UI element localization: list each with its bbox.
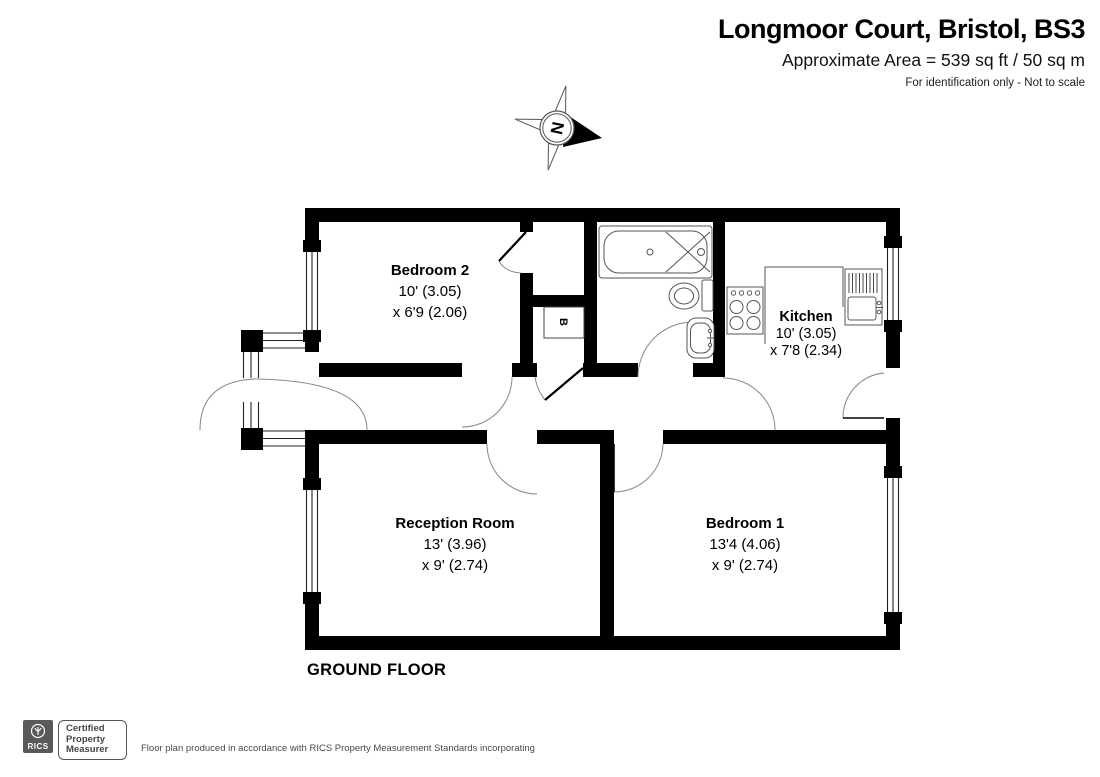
basin	[686, 317, 715, 359]
compass-rose: N	[514, 85, 602, 171]
bathroom-fixtures	[598, 225, 715, 359]
bedroom2-door-arc	[498, 260, 522, 274]
bedroom1-window	[886, 478, 900, 612]
boiler-cupboard: B	[543, 306, 585, 339]
bedroom2-door-leaf	[498, 231, 527, 262]
approximate-area: Approximate Area = 539 sq ft / 50 sq m	[781, 50, 1085, 70]
kitchen-fixtures	[726, 266, 883, 344]
porch-windows	[242, 332, 305, 447]
kitchen-counter-edge	[764, 266, 844, 344]
floor-label: GROUND FLOOR	[307, 661, 447, 679]
room-label-bedroom1: Bedroom 1 13'4 (4.06) x 9' (2.74)	[705, 515, 785, 574]
identification-note: For identification only - Not to scale	[905, 77, 1085, 89]
back-door-arc	[842, 372, 885, 419]
cupboard-door-arc	[534, 376, 546, 401]
windows	[242, 248, 900, 612]
rics-wordmark: RICS	[27, 742, 49, 751]
bedroom2-window	[305, 252, 319, 330]
entrance-door-arc-left	[199, 378, 257, 431]
bedroom1-door-arc	[613, 443, 664, 493]
door-arcs	[199, 260, 885, 495]
disclaimer-text: Floor plan produced in accordance with R…	[141, 743, 535, 754]
certified-property-measurer-badge: Certified Property Measurer	[58, 720, 127, 760]
toilet	[668, 279, 714, 312]
door-leaves	[498, 231, 884, 492]
walls	[241, 208, 902, 650]
reception-door-arc	[486, 443, 538, 495]
bedroom2-hall-door-arc	[461, 376, 513, 428]
room-label-kitchen: Kitchen 10' (3.05) x 7'8 (2.34)	[769, 309, 843, 359]
stove	[726, 286, 764, 335]
reception-window	[305, 490, 319, 592]
header: Longmoor Court, Bristol, BS3 Approximate…	[718, 14, 1086, 89]
kitchen-window	[886, 248, 900, 320]
rics-logo: RICS	[23, 720, 53, 753]
kitchen-sink	[844, 268, 883, 326]
room-label-bedroom2: Bedroom 2 10' (3.05) x 6'9 (2.06)	[390, 262, 470, 321]
compass-north-label: N	[546, 120, 567, 136]
footer: RICS Certified Property Measurer Floor p…	[23, 720, 535, 777]
cupboard-door-leaf	[544, 367, 584, 401]
rics-lyre-icon	[30, 723, 46, 739]
kitchen-door-arc	[722, 377, 776, 431]
boiler-label: B	[557, 318, 569, 326]
bathroom-door-arc	[637, 321, 694, 378]
room-label-reception: Reception Room 13' (3.96) x 9' (2.74)	[395, 515, 515, 574]
entrance-door-arc-right	[255, 378, 368, 431]
page-title: Longmoor Court, Bristol, BS3	[718, 14, 1086, 44]
bathtub	[598, 225, 713, 279]
